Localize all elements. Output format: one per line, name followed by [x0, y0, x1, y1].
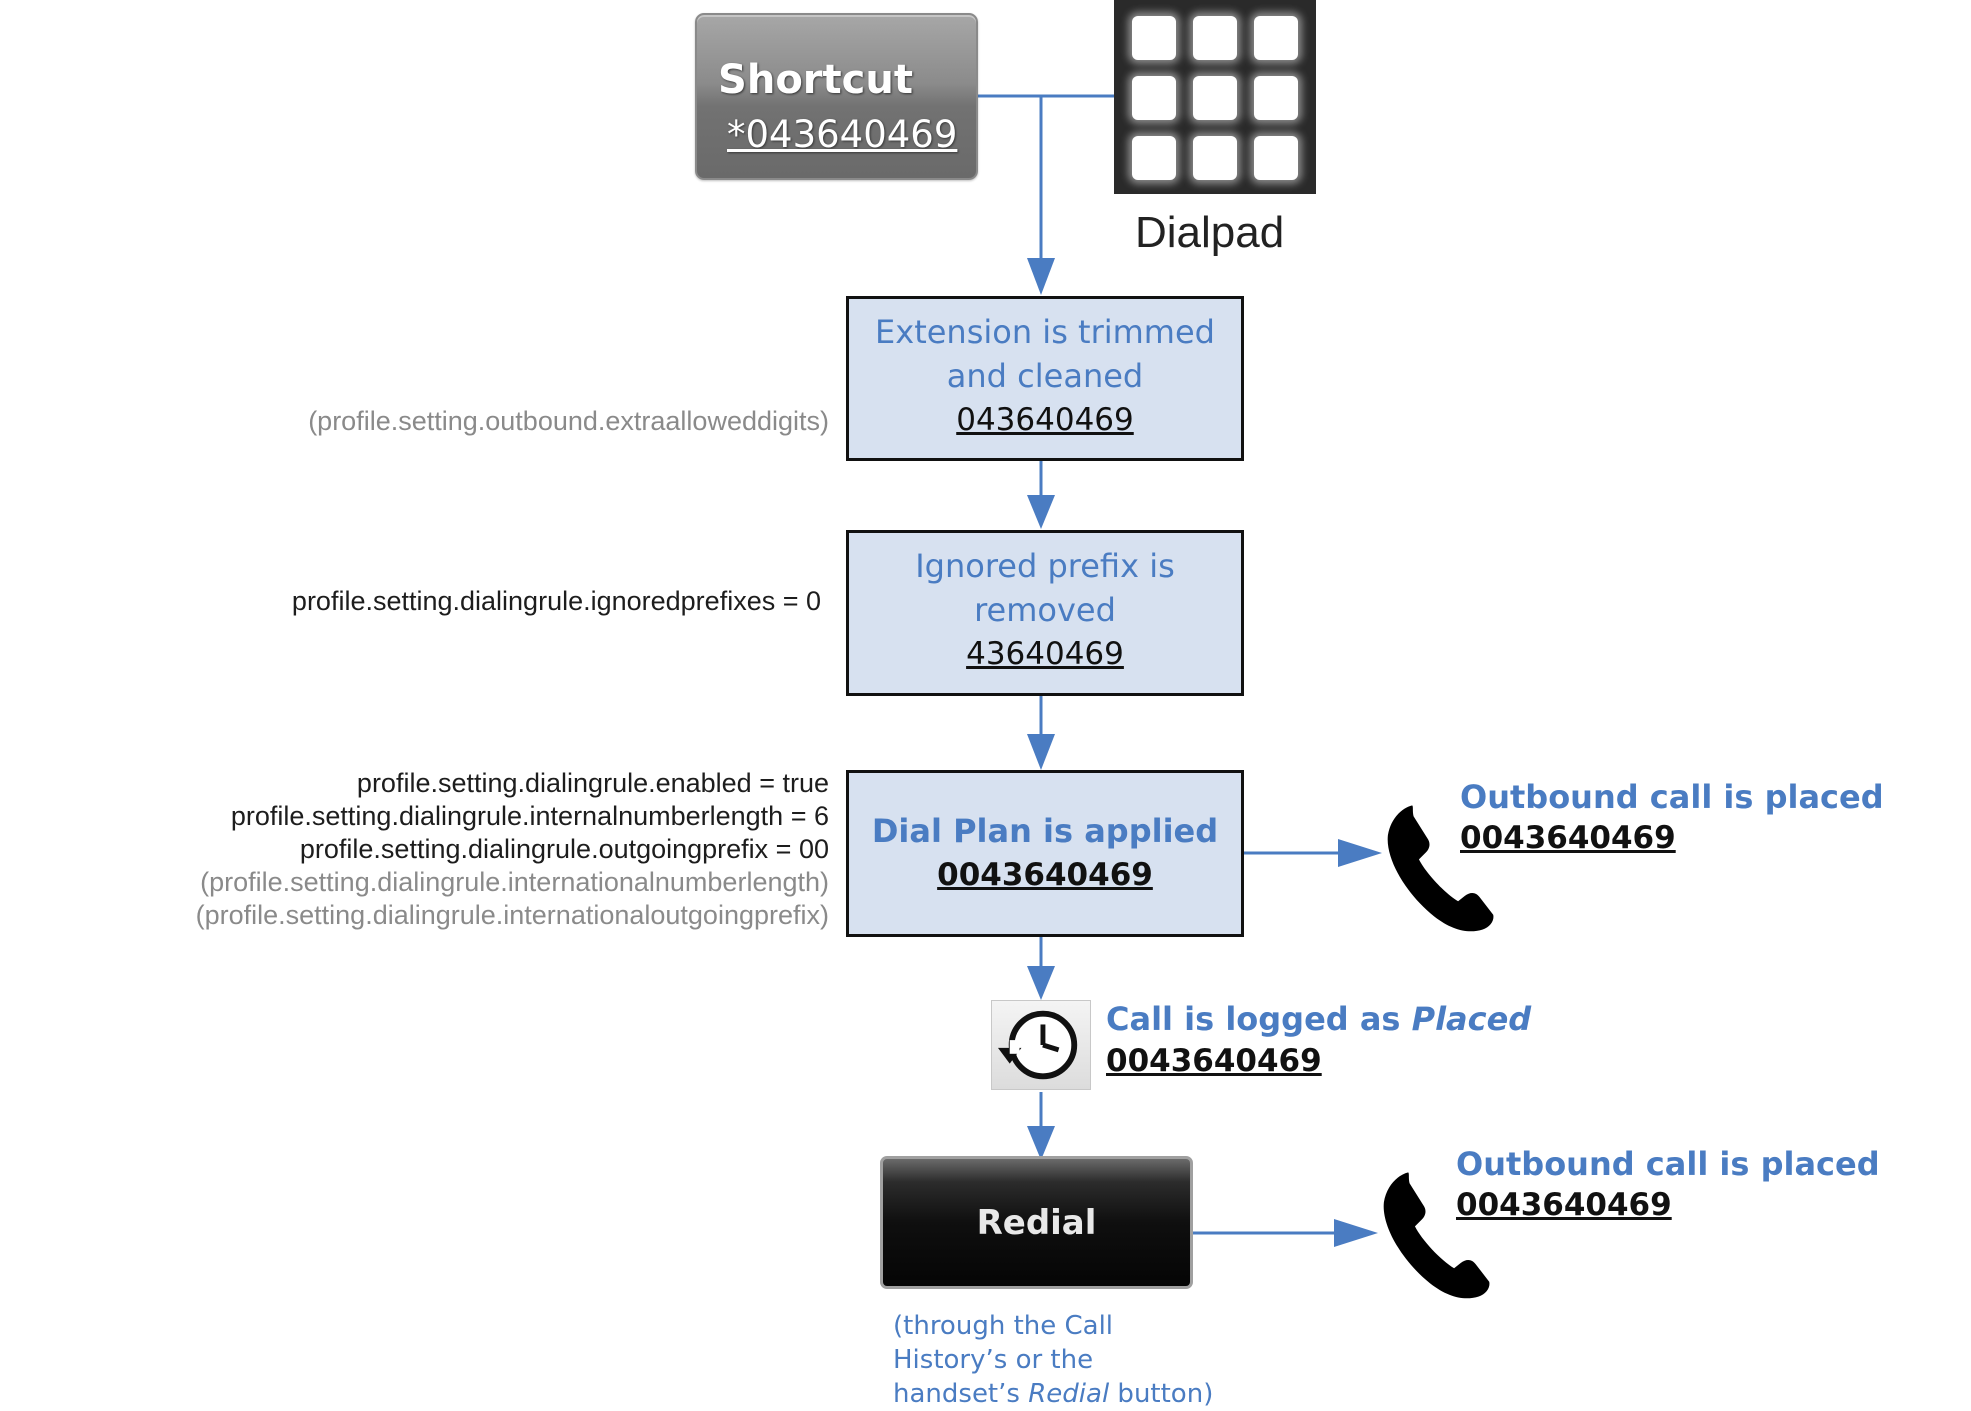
- redial-button[interactable]: Redial: [880, 1156, 1193, 1289]
- redial-note: (through the Call History’s or the hands…: [893, 1309, 1213, 1411]
- outbound-1-title: Outbound call is placed: [1460, 778, 1884, 816]
- redial-note-line-1: (through the Call: [893, 1311, 1114, 1341]
- arrowhead-to-outbound-2: [1334, 1219, 1378, 1247]
- arrowhead-to-log: [1027, 966, 1055, 1000]
- setting-internationaloutgoingprefix: (profile.setting.dialingrule.internation…: [195, 900, 829, 930]
- setting-dialingrule-enabled: profile.setting.dialingrule.enabled = tr…: [356, 768, 829, 798]
- step-prefix-box: Ignored prefix is removed 43640469: [846, 530, 1244, 696]
- call-history-icon[interactable]: [991, 1000, 1091, 1090]
- step-prefix-line-1: Ignored prefix is: [915, 547, 1175, 585]
- shortcut-button[interactable]: Shortcut *043640469: [695, 13, 978, 180]
- step-trim-number: 043640469: [956, 402, 1134, 438]
- step-trim-line-1: Extension is trimmed: [875, 313, 1215, 351]
- redial-note-3a: handset’s: [893, 1379, 1029, 1409]
- shortcut-number: *043640469: [727, 113, 958, 156]
- arrowhead-to-step1: [1027, 258, 1055, 295]
- step-prefix-number: 43640469: [966, 636, 1124, 672]
- log-title-emphasis: Placed: [1411, 1000, 1532, 1038]
- redial-note-3c: button): [1109, 1379, 1214, 1409]
- dialpad-icon[interactable]: [1114, 0, 1316, 194]
- setting-internationalnumberlength: (profile.setting.dialingrule.internation…: [200, 867, 829, 897]
- setting-extraalloweddigits: (profile.setting.outbound.extraalloweddi…: [308, 406, 829, 436]
- arrowhead-to-step2: [1027, 495, 1055, 529]
- redial-note-line-3: handset’s Redial button): [893, 1377, 1213, 1411]
- setting-outgoingprefix: profile.setting.dialingrule.outgoingpref…: [299, 834, 829, 864]
- phone-handset-icon: [1383, 1172, 1490, 1299]
- log-number: 0043640469: [1106, 1043, 1322, 1079]
- log-title-prefix: Call is logged as: [1106, 1000, 1412, 1038]
- step-dialplan-number: 0043640469: [937, 857, 1153, 893]
- redial-label: Redial: [976, 1203, 1097, 1243]
- shortcut-title: Shortcut: [718, 57, 913, 103]
- step-trim-line-2: and cleaned: [946, 357, 1144, 395]
- outbound-2-number: 0043640469: [1456, 1187, 1672, 1223]
- setting-ignoredprefixes: profile.setting.dialingrule.ignoredprefi…: [291, 586, 821, 616]
- step-dialplan-line-1: Dial Plan is applied: [871, 812, 1219, 850]
- arrowhead-to-redial: [1027, 1126, 1055, 1160]
- arrowhead-to-outbound-1: [1338, 839, 1382, 867]
- redial-note-3b: Redial: [1028, 1379, 1110, 1409]
- step-trim-box: Extension is trimmed and cleaned 0436404…: [846, 296, 1244, 461]
- outbound-2-title: Outbound call is placed: [1456, 1145, 1880, 1183]
- step-prefix-line-2: removed: [974, 591, 1116, 629]
- arrowhead-to-step3: [1027, 734, 1055, 770]
- redial-note-line-2: History’s or the: [893, 1345, 1094, 1375]
- setting-internalnumberlength: profile.setting.dialingrule.internalnumb…: [230, 801, 829, 831]
- step-dialplan-box: Dial Plan is applied 0043640469: [846, 770, 1244, 937]
- dialpad-label: Dialpad: [1135, 208, 1285, 257]
- outbound-1-number: 0043640469: [1460, 820, 1676, 856]
- log-title: Call is logged as Placed: [1106, 1000, 1531, 1038]
- phone-handset-icon: [1387, 805, 1494, 932]
